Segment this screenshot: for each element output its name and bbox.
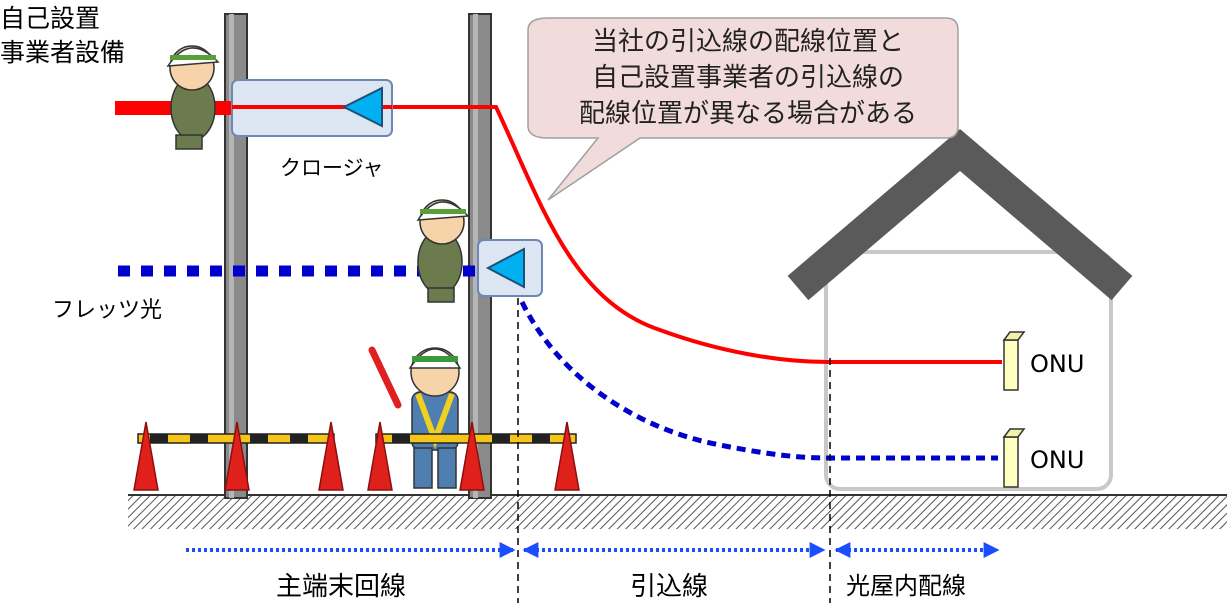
onu-bottom-device <box>1002 428 1026 488</box>
callout-line-2: 自己設置事業者の引込線の <box>591 63 904 93</box>
worker-middle-icon <box>416 199 470 303</box>
house <box>787 128 1133 491</box>
self-setup-drop-line <box>355 105 1002 364</box>
closure-top <box>231 79 393 137</box>
callout-text: 当社の引込線の配線位置と 自己設置事業者の引込線の 配線位置が異なる場合がある <box>548 24 948 132</box>
label-drop-line: 引込線 <box>630 572 709 602</box>
traffic-cones <box>133 421 580 491</box>
callout-line-1: 当社の引込線の配線位置と <box>591 27 904 57</box>
closure-bottom <box>477 239 543 297</box>
onu-top-device <box>1002 331 1026 391</box>
ground <box>128 495 1227 529</box>
label-self-setup: 自己設置 事業者設備 <box>0 2 125 70</box>
label-self-setup-line2: 事業者設備 <box>0 38 126 67</box>
worker-top-icon <box>166 45 220 150</box>
label-onu-bottom: ONU <box>1030 446 1085 474</box>
label-closure: クロージャ <box>280 156 384 180</box>
label-self-setup-line1: 自己設置 <box>0 4 101 33</box>
label-indoor-wiring: 光屋内配線 <box>846 572 966 600</box>
label-flets: フレッツ光 <box>52 298 163 323</box>
flets-drop-line <box>519 300 998 461</box>
callout-line-3: 配線位置が異なる場合がある <box>578 99 917 129</box>
label-onu-top: ONU <box>1030 350 1085 378</box>
label-main-terminal-line: 主端末回線 <box>276 572 407 602</box>
callout-bubble <box>527 17 959 201</box>
